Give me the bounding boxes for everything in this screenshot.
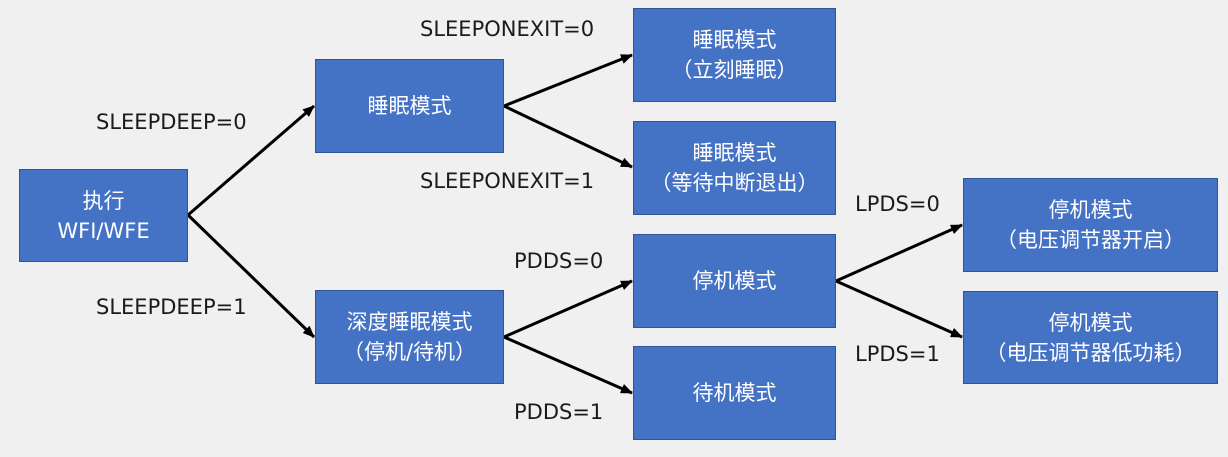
edge-label-sleepdeep-0: SLEEPDEEP=0	[96, 110, 247, 134]
node-label: 睡眠模式	[692, 141, 777, 165]
node-sublabel: （等待中断退出）	[650, 171, 819, 195]
node-label: 停机模式	[1048, 310, 1133, 335]
node-stop-regulator-low-power: 停机模式 （电压调节器低功耗）	[963, 291, 1218, 384]
node-exec-wfi-wfe: 执行 WFI/WFE	[19, 169, 188, 262]
node-sleep-mode: 睡眠模式	[315, 59, 504, 153]
node-sublabel: WFI/WFE	[57, 218, 150, 243]
node-sublabel: （电压调节器低功耗）	[985, 340, 1196, 365]
node-stop-mode: 停机模式	[633, 234, 836, 328]
arrow-deepsleep-to-standby	[503, 335, 633, 395]
arrow-stop-to-stop-on	[835, 223, 963, 283]
node-sleep-now: 睡眠模式 （立刻睡眠）	[633, 8, 836, 102]
arrow-exec-to-sleep	[187, 104, 315, 217]
node-sleep-on-exit: 睡眠模式 （等待中断退出）	[633, 121, 836, 215]
edge-label-sleeponexit-0: SLEEPONEXIT=0	[420, 17, 595, 41]
edge-label-sleeponexit-1: SLEEPONEXIT=1	[420, 169, 595, 193]
arrow-sleep-to-sleep-exit	[503, 104, 633, 169]
node-label: 停机模式	[1048, 198, 1133, 222]
node-label: 深度睡眠模式	[346, 310, 473, 334]
arrow-sleep-to-sleep-now	[503, 53, 633, 108]
node-sublabel: （停机/待机）	[342, 340, 477, 364]
node-standby-mode: 待机模式	[633, 346, 836, 440]
edge-label-sleepdeep-1: SLEEPDEEP=1	[96, 295, 247, 319]
arrow-deepsleep-to-stop	[503, 279, 633, 339]
node-sublabel: （电压调节器开启）	[996, 228, 1185, 252]
edge-label-lpds-0: LPDS=0	[855, 192, 940, 216]
node-deep-sleep-mode: 深度睡眠模式 （停机/待机）	[315, 290, 504, 384]
edge-label-lpds-1: LPDS=1	[855, 342, 940, 366]
node-sublabel: （立刻睡眠）	[671, 58, 798, 82]
node-label: 待机模式	[692, 381, 777, 405]
node-label: 睡眠模式	[367, 94, 452, 118]
node-stop-regulator-on: 停机模式 （电压调节器开启）	[963, 178, 1218, 272]
edge-label-pdds-1: PDDS=1	[514, 400, 604, 424]
node-label: 执行	[82, 188, 125, 213]
arrow-stop-to-stop-lp	[835, 279, 963, 339]
node-label: 睡眠模式	[692, 28, 777, 52]
node-label: 停机模式	[692, 269, 777, 293]
arrow-exec-to-deepsleep	[186, 213, 316, 339]
edge-label-pdds-0: PDDS=0	[514, 249, 604, 273]
